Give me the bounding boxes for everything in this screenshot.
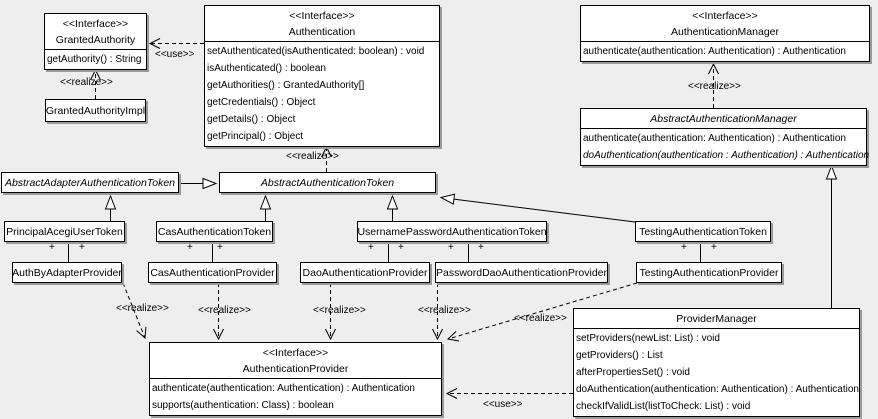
association-end-label: + — [681, 242, 687, 253]
association-end-label: + — [368, 242, 374, 253]
class-authentication[interactable]: <<Interface>> Authentication setAuthenti… — [204, 5, 440, 147]
class-dao-authentication-provider[interactable]: DaoAuthenticationProvider — [300, 262, 430, 283]
method: supports(authentication: Class) : boolea… — [152, 400, 334, 411]
class-name: DaoAuthenticationProvider — [302, 266, 428, 279]
class-auth-by-adapter-provider[interactable]: AuthByAdapterProvider — [12, 262, 122, 283]
association-end-label: + — [217, 242, 223, 253]
generalization-edges — [104, 164, 838, 308]
realize-stereotype-label: <<realize>> — [60, 77, 113, 88]
method: isAuthenticated() : boolean — [207, 63, 326, 74]
method: authenticate(authentication: Authenticat… — [583, 46, 846, 57]
class-title: <<Interface>> AuthenticationManager — [581, 6, 869, 41]
class-name: AuthByAdapterProvider — [12, 266, 122, 279]
methods-compartment: setAuthenticated(isAuthenticated: boolea… — [205, 41, 439, 146]
class-name: AbstractAdapterAuthenticationToken — [4, 176, 176, 189]
class-password-dao-authentication-provider[interactable]: PasswordDaoAuthenticationProvider — [435, 262, 608, 283]
class-abstract-authentication-manager[interactable]: AbstractAuthenticationManager authentica… — [580, 108, 870, 166]
class-name: Authentication — [288, 26, 356, 38]
class-name: AbstractAuthenticationManager — [650, 113, 797, 125]
class-name: TestingAuthenticationProvider — [639, 266, 779, 279]
class-title: <<Interface>> GrantedAuthority — [45, 14, 146, 49]
method: getDetails() : Object — [207, 114, 296, 125]
class-authentication-provider[interactable]: <<Interface>> AuthenticationProvider aut… — [149, 342, 442, 416]
use-stereotype-label: <<use>> — [483, 399, 523, 410]
class-testing-authentication-provider[interactable]: TestingAuthenticationProvider — [636, 262, 782, 283]
stereotype-label: <<Interface>> — [262, 347, 329, 359]
class-granted-authority-impl[interactable]: GrantedAuthorityImpl — [45, 99, 146, 122]
class-authentication-manager[interactable]: <<Interface>> AuthenticationManager auth… — [580, 5, 870, 62]
class-title: <<Interface>> Authentication — [205, 6, 439, 41]
realize-testing-provider — [446, 282, 638, 342]
method: checkIfValidList(listToCheck: List) : vo… — [576, 401, 751, 412]
methods-compartment: authenticate(authentication: Authenticat… — [581, 128, 870, 165]
method: getPrincipal() : Object — [207, 131, 304, 142]
class-name: AbstractAuthenticationToken — [260, 176, 395, 189]
realize-stereotype-label: <<realize>> — [116, 303, 169, 314]
class-title: <<Interface>> AuthenticationProvider — [150, 343, 441, 378]
class-provider-manager[interactable]: ProviderManager setProviders(newList: Li… — [573, 308, 860, 417]
association-end-label: + — [398, 242, 404, 253]
realize-stereotype-label: <<realize>> — [688, 81, 741, 92]
realize-and-use-edges — [90, 38, 719, 399]
class-name: AuthenticationProvider — [242, 363, 349, 375]
class-name: UsernamePasswordAuthenticationToken — [357, 225, 547, 238]
methods-compartment: setProviders(newList: List) : void getPr… — [574, 328, 859, 416]
class-principal-acegi-user-token[interactable]: PrincipalAcegiUserToken — [4, 221, 125, 242]
class-username-password-authentication-token[interactable]: UsernamePasswordAuthenticationToken — [357, 221, 547, 242]
methods-compartment: authenticate(authentication: Authenticat… — [581, 41, 869, 61]
gen-testing-token-to-abstract-token — [439, 193, 636, 223]
method: setAuthenticated(isAuthenticated: boolea… — [207, 46, 425, 57]
methods-compartment: authenticate(authentication: Authenticat… — [150, 378, 441, 415]
association-end-label: + — [79, 242, 85, 253]
association-end-label: + — [478, 242, 484, 253]
stereotype-label: <<Interface>> — [62, 18, 129, 30]
method: doAuthentication(authentication: Authent… — [576, 384, 859, 395]
realize-stereotype-label: <<realize>> — [418, 305, 471, 316]
method: getCredentials() : Object — [207, 97, 316, 108]
method: authenticate(authentication: Authenticat… — [152, 383, 415, 394]
class-name: PasswordDaoAuthenticationProvider — [436, 266, 608, 279]
class-name: TestingAuthenticationToken — [639, 225, 767, 238]
association-end-label: + — [711, 242, 717, 253]
stereotype-label: <<Interface>> — [692, 10, 758, 22]
realize-stereotype-label: <<realize>> — [514, 313, 567, 324]
methods-compartment: getAuthority() : String — [45, 49, 146, 69]
class-name: ProviderManager — [676, 313, 757, 325]
method: getProviders() : List — [576, 350, 663, 361]
method: authenticate(authentication: Authenticat… — [583, 133, 846, 144]
method: getAuthorities() : GrantedAuthority[] — [207, 80, 365, 91]
class-name: CasAuthenticationToken — [157, 225, 272, 238]
class-cas-authentication-token[interactable]: CasAuthenticationToken — [156, 221, 273, 242]
association-end-label: + — [187, 242, 193, 253]
class-name: GrantedAuthority — [55, 34, 136, 46]
method: afterPropertiesSet() : void — [576, 367, 690, 378]
class-cas-authentication-provider[interactable]: CasAuthenticationProvider — [148, 262, 277, 283]
class-title: ProviderManager — [574, 309, 859, 328]
association-end-label: + — [49, 242, 55, 253]
association-edges — [68, 242, 701, 262]
class-abstract-authentication-token[interactable]: AbstractAuthenticationToken — [219, 172, 436, 193]
class-title: AbstractAuthenticationManager — [581, 109, 866, 128]
method: getAuthority() : String — [47, 54, 142, 65]
realize-stereotype-label: <<realize>> — [286, 151, 339, 162]
realize-stereotype-label: <<realize>> — [313, 305, 366, 316]
use-stereotype-label: <<use>> — [155, 49, 195, 60]
class-name: CasAuthenticationProvider — [150, 266, 275, 279]
class-name: AuthenticationManager — [671, 26, 779, 38]
class-name: GrantedAuthorityImpl — [45, 104, 146, 117]
realize-stereotype-label: <<realize>> — [198, 305, 251, 316]
class-abstract-adapter-authentication-token[interactable]: AbstractAdapterAuthenticationToken — [1, 172, 179, 193]
method: setProviders(newList: List) : void — [576, 333, 720, 344]
association-end-label: + — [448, 242, 454, 253]
abstract-method: doAuthentication(authentication : Authen… — [583, 150, 870, 161]
class-granted-authority[interactable]: <<Interface>> GrantedAuthority getAuthor… — [44, 13, 147, 70]
stereotype-label: <<Interface>> — [289, 10, 355, 22]
class-name: PrincipalAcegiUserToken — [6, 225, 123, 238]
realize-auth-by-adapter-provider — [122, 282, 147, 340]
class-testing-authentication-token[interactable]: TestingAuthenticationToken — [635, 221, 771, 242]
